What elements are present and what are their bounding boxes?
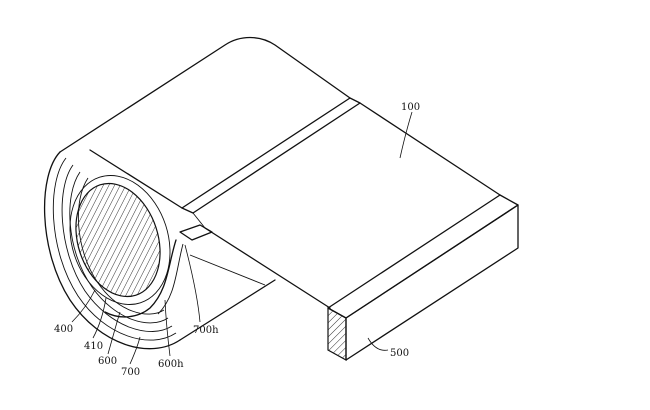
label-600: 600 (98, 356, 117, 367)
reference-labels: 100 500 400 410 600 700 600h 700h (54, 102, 420, 378)
bar-top (327, 194, 519, 319)
housing-shell-right (181, 97, 361, 214)
label-500: 500 (390, 348, 409, 359)
leader-700 (129, 336, 141, 365)
plate-top (89, 149, 183, 209)
end-bar (327, 194, 519, 362)
panel-surface-line (192, 212, 206, 229)
layer-ring-1 (52, 157, 177, 341)
leader-400 (71, 289, 96, 323)
slot-inner (157, 243, 184, 315)
core-outer-ring (69, 175, 171, 305)
display-panel (192, 102, 501, 309)
label-410: 410 (84, 341, 103, 352)
leader-lines (71, 111, 413, 365)
leader-500 (367, 337, 389, 351)
leader-700h (184, 244, 201, 323)
label-700h: 700h (193, 325, 219, 336)
housing-underside (189, 254, 266, 286)
slot-700h (179, 224, 213, 241)
housing-top-edge (59, 36, 351, 153)
label-600h: 600h (158, 359, 184, 370)
layer-ring-3 (69, 171, 169, 324)
leader-600 (107, 311, 121, 355)
housing-bottom-edge (179, 279, 276, 341)
housing (43, 36, 361, 350)
slot-600h (104, 239, 177, 318)
core-roller (75, 182, 161, 298)
leader-100 (399, 111, 413, 159)
label-700: 700 (121, 367, 140, 378)
bar-front (345, 204, 519, 361)
label-400: 400 (54, 324, 73, 335)
label-100: 100 (401, 102, 420, 113)
outer-cylinder-end (43, 151, 181, 350)
bar-end-hatched (327, 306, 347, 362)
panel-left-edge (359, 102, 501, 196)
layer-ring-2 (61, 164, 173, 332)
panel-right-edge (204, 227, 331, 309)
leader-600h (164, 299, 171, 357)
leader-410 (92, 297, 107, 339)
